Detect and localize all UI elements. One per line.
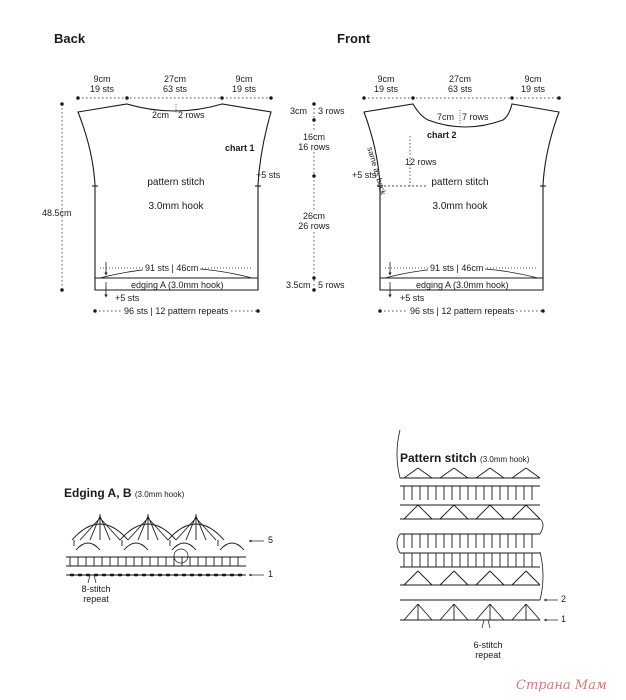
front-side-increase: +5 sts: [352, 170, 377, 180]
front-top-width-2: 27cm 63 sts: [442, 74, 478, 94]
back-top-width-3-sts: 19 sts: [231, 84, 256, 94]
mid-dim-4-cm: 3.5cm: [286, 280, 311, 290]
front-edging-increase: +5 sts: [400, 293, 425, 303]
front-top-width-1-sts: 19 sts: [373, 84, 398, 94]
front-top-width-1-cm: 9cm: [377, 74, 395, 84]
back-top-width-1-cm: 9cm: [93, 74, 111, 84]
mid-dim-4-rows: 5 rows: [318, 280, 345, 290]
pattern-chart: [396, 429, 558, 629]
back-top-width-2-cm: 27cm: [163, 74, 186, 84]
back-body-line1: pattern stitch: [147, 177, 205, 188]
back-top-width-1-sts: 19 sts: [89, 84, 114, 94]
pattern-chart-title-text: Pattern stitch: [400, 451, 477, 465]
edging-repeat-label: 8-stitch repeat: [74, 584, 118, 604]
front-width-inner: 91 sts | 46cm: [428, 263, 486, 273]
mid-dim-2-rows: 16 rows: [298, 142, 330, 152]
pattern-chart-title: Pattern stitch (3.0mm hook): [400, 451, 529, 465]
back-width-inner: 91 sts | 46cm: [143, 263, 201, 273]
back-side-increase: +5 sts: [256, 170, 281, 180]
back-body-line2: 3.0mm hook: [148, 201, 204, 212]
back-top-width-2: 27cm 63 sts: [157, 74, 193, 94]
front-neck-label: 7cm: [437, 112, 455, 122]
front-top-width-3: 9cm 19 sts: [515, 74, 551, 94]
back-top-width-3: 9cm 19 sts: [226, 74, 262, 94]
back-height-label: 48.5cm: [42, 208, 72, 218]
pattern-repeat-label: 6-stitch repeat: [464, 640, 512, 660]
pattern-row-label-2: 2: [561, 594, 567, 604]
back-neck-label: 2cm: [152, 110, 170, 120]
front-chart-label: chart 2: [427, 130, 457, 140]
mid-dim-1-cm: 3cm: [290, 106, 308, 116]
front-edging-label: edging A (3.0mm hook): [416, 280, 509, 290]
edging-chart-hook: (3.0mm hook): [134, 490, 185, 499]
edging-chart-title: Edging A, B (3.0mm hook): [64, 486, 184, 500]
mid-dim-3-rows: 26 rows: [298, 221, 330, 231]
front-twelve-rows: 12 rows: [405, 157, 437, 167]
front-top-width-3-sts: 19 sts: [520, 84, 545, 94]
edging-repeat-label-1: 8-stitch: [81, 584, 111, 594]
back-bottom-width: 96 sts | 12 pattern repeats: [122, 306, 231, 316]
front-body-line2: 3.0mm hook: [432, 201, 488, 212]
front-body-text: pattern stitch 3.0mm hook: [408, 171, 512, 219]
edging-chart-title-text: Edging A, B: [64, 486, 132, 500]
edging-chart: [66, 514, 264, 584]
back-chart-label: chart 1: [225, 143, 255, 153]
edging-repeat-label-2: repeat: [83, 594, 109, 604]
front-top-width-3-cm: 9cm: [524, 74, 542, 84]
middle-dims: [312, 102, 316, 292]
mid-dim-2: 16cm 16 rows: [296, 132, 332, 152]
front-neck-rows: 7 rows: [462, 112, 489, 122]
back-top-width-1: 9cm 19 sts: [84, 74, 120, 94]
back-body-text: pattern stitch 3.0mm hook: [124, 171, 228, 219]
edging-row-label-5: 5: [268, 535, 274, 545]
watermark-logo: Страна Мам: [516, 678, 607, 693]
pattern-repeat-label-2: repeat: [475, 650, 501, 660]
front-outline: [363, 103, 560, 291]
front-body-line1: pattern stitch: [431, 177, 489, 188]
back-edging-label: edging A (3.0mm hook): [131, 280, 224, 290]
mid-dim-1-rows: 3 rows: [318, 106, 345, 116]
back-top-width-3-cm: 9cm: [235, 74, 253, 84]
front-top-width-2-cm: 27cm: [448, 74, 471, 84]
mid-dim-2-cm: 16cm: [302, 132, 325, 142]
pattern-row-label-1: 1: [561, 614, 567, 624]
back-outline: [77, 103, 272, 291]
front-title: Front: [337, 31, 371, 46]
mid-dim-3: 26cm 26 rows: [296, 211, 332, 231]
front-top-width-1: 9cm 19 sts: [368, 74, 404, 94]
back-title: Back: [54, 31, 86, 46]
front-top-width-2-sts: 63 sts: [447, 84, 472, 94]
front-bottom-width: 96 sts | 12 pattern repeats: [408, 306, 517, 316]
pattern-chart-hook: (3.0mm hook): [480, 455, 530, 464]
back-top-width-2-sts: 63 sts: [162, 84, 187, 94]
back-neck-rows: 2 rows: [178, 110, 205, 120]
pattern-repeat-label-1: 6-stitch: [473, 640, 503, 650]
edging-row-label-1: 1: [268, 569, 274, 579]
mid-dim-3-cm: 26cm: [302, 211, 325, 221]
back-edging-increase: +5 sts: [115, 293, 140, 303]
